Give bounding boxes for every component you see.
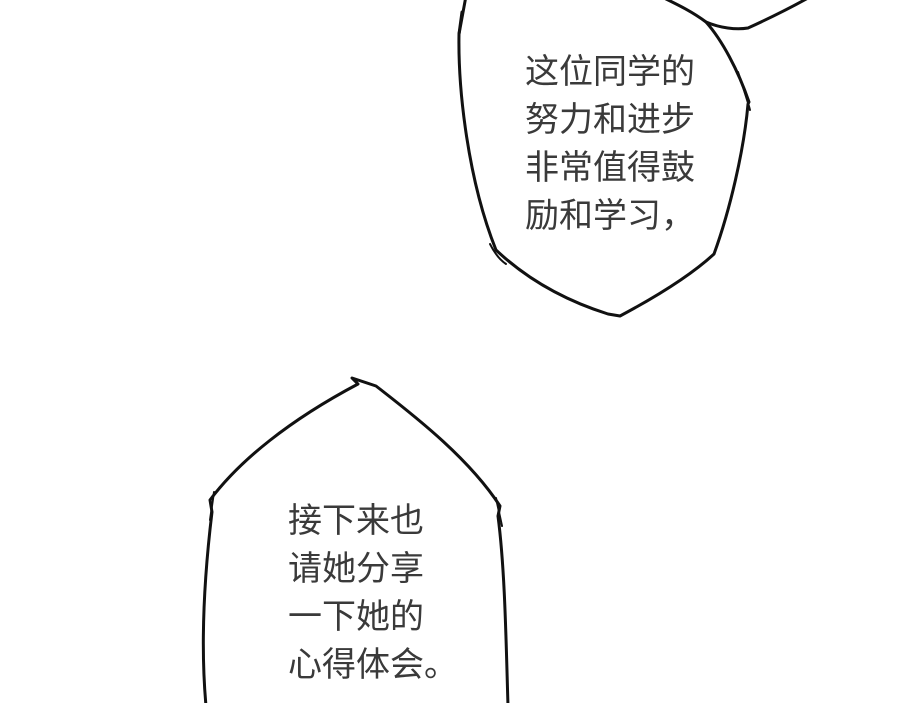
speech-bubble-top-outline	[457, 0, 751, 318]
speech-bubble-top-stroke-overlap-2	[489, 243, 507, 265]
dialogue-line: 这位同学的	[525, 52, 695, 92]
dialogue-line: 接下来也	[288, 501, 424, 541]
speech-bubble-bottom-overlap	[209, 491, 215, 521]
dialogue-line: 励和学习，	[525, 196, 695, 236]
speech-bubble-bottom-outline	[201, 376, 510, 703]
speech-bubble-bottom-overlap-right	[495, 497, 503, 527]
speech-bubble-top-tail	[704, 0, 808, 31]
speech-bubble-top-text: 这位同学的 努力和进步 非常值得鼓 励和学习，	[525, 48, 695, 240]
speech-bubble-top-outline-left-top	[457, 0, 467, 36]
speech-bubble-bottom-text: 接下来也 请她分享 一下她的 心得体会。	[288, 497, 458, 689]
dialogue-line: 一下她的	[288, 597, 424, 637]
dialogue-line: 请她分享	[288, 549, 424, 589]
dialogue-line: 努力和进步	[525, 100, 695, 140]
speech-bubble-top-stroke-overlap	[737, 71, 751, 111]
dialogue-line: 非常值得鼓	[525, 148, 695, 188]
dialogue-line: 心得体会。	[288, 645, 458, 685]
